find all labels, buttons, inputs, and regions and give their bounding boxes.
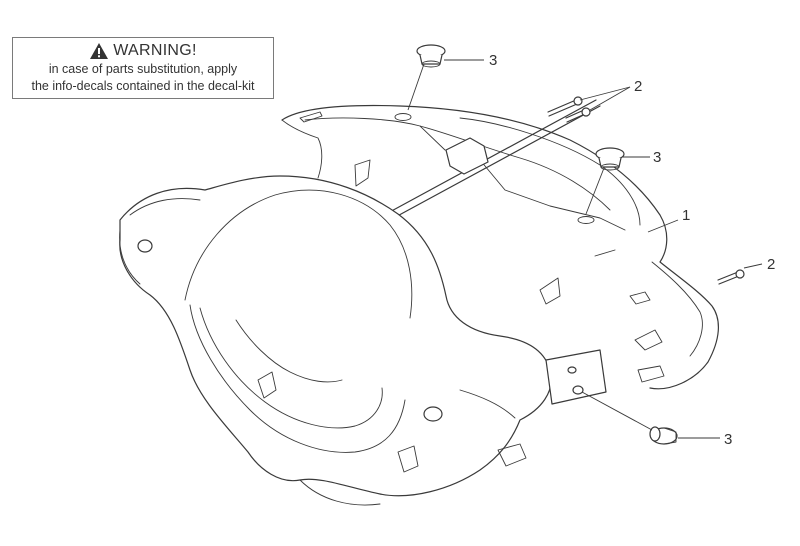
- callout-screws-top: 2: [634, 78, 643, 95]
- leader-screw-right: [743, 263, 763, 269]
- warning-text-line-2: the info-decals contained in the decal-k…: [31, 79, 255, 93]
- warning-title: WARNING!: [113, 42, 197, 59]
- screws-pair: [547, 96, 591, 123]
- screw-single: [717, 269, 745, 285]
- rear-cover-part: [281, 104, 719, 390]
- clip-top: [416, 44, 446, 68]
- callout-cover: 1: [682, 207, 691, 224]
- long-screw-rod: [385, 99, 601, 221]
- leader-clip-top-down: [407, 63, 425, 111]
- warning-text-line-1: in case of parts substitution, apply: [48, 62, 238, 76]
- warning-heading: WARNING!: [13, 41, 273, 61]
- front-headlight-cover: [119, 175, 552, 506]
- callout-clip-mid: 3: [653, 149, 662, 166]
- mounting-bracket: [545, 349, 607, 405]
- leader-cover: [647, 219, 679, 233]
- callout-clip-top: 3: [489, 52, 498, 69]
- leader-screw-lower: [589, 86, 631, 111]
- leader-clip-mid-down: [585, 167, 605, 215]
- leader-screw-upper: [579, 86, 631, 101]
- callout-screw-right: 2: [767, 256, 776, 273]
- clip-mid: [595, 147, 625, 171]
- leader-clip-bottom-up: [581, 391, 653, 431]
- callout-clip-bottom: 3: [724, 431, 733, 448]
- warning-notice: WARNING! in case of parts substitution, …: [12, 37, 274, 99]
- warning-triangle-icon: [90, 43, 109, 59]
- clip-bottom: [649, 426, 678, 445]
- leader-lines: [407, 59, 763, 439]
